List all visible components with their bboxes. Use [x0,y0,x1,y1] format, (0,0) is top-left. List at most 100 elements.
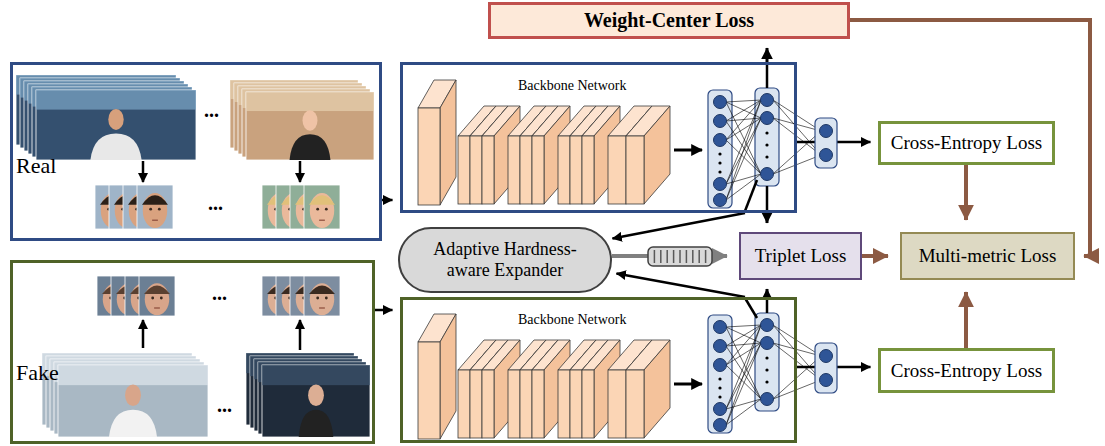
backbone-box: Backbone Network [400,62,797,213]
neuron-link [726,140,761,174]
neuron-link [773,380,821,399]
layer-front [582,136,594,204]
layer-front [470,136,482,204]
neuron [761,168,774,181]
feature-line [745,180,757,211]
vertical-dots [765,143,768,146]
neuron [714,419,727,432]
expander-pill: Adaptive Hardness-aware Expander [398,227,612,293]
neuron [714,321,727,334]
mouth [152,220,158,221]
eye [151,297,154,300]
layer-front [520,136,532,204]
eye [316,208,319,211]
connector-arrow [616,273,745,297]
vector-cell [660,250,662,263]
mouth [319,220,325,221]
layer-side [644,340,670,438]
hair [309,195,335,204]
frame-band [58,365,208,385]
neuron-link [726,100,761,102]
loss-box: Triplet Loss [739,232,862,280]
layer-front [520,370,532,438]
feature-line [766,298,769,313]
ellipsis-label: ... [212,283,227,303]
ellipsis-label: ... [208,193,223,213]
node-label: Cross-Entropy Loss [891,360,1042,382]
flow-arrow [674,383,702,386]
neuron-link [773,343,821,356]
connector-arrow [766,48,769,62]
connector-arrow [382,199,393,202]
neuron-link [773,118,821,131]
eye [325,297,328,300]
node-label: Backbone Network [518,312,626,328]
neuron-link [726,399,761,425]
neuron [714,178,727,191]
video-frame [58,365,208,437]
layer-side [440,80,456,205]
vector-cell [673,250,675,263]
layer-front [570,136,582,204]
connector-arrow [766,213,769,223]
backbone-box: Backbone Network [400,297,797,443]
neuron-link [726,325,761,409]
input-panel: Real [10,62,382,241]
eye [149,208,152,211]
neuron [820,149,833,162]
mouth [154,307,160,308]
hair [144,285,170,294]
neuron-link [726,325,761,425]
neuron-link [726,118,761,184]
layer-side [440,314,456,439]
layer-front [508,370,520,438]
neuron-link [726,174,761,200]
person-head [125,384,141,406]
connector-arrow [612,213,745,239]
layer-front [482,370,494,438]
layer-front [626,136,644,204]
neuron-link [726,118,761,140]
layer-front [558,136,570,204]
hair [309,285,335,294]
ellipsis-label: ... [204,100,219,120]
neuron [820,350,833,363]
vertical-dots [765,368,768,371]
neuron-link [726,399,761,409]
hair [142,195,168,204]
vertical-dots [765,356,768,359]
node-label: Real [16,153,56,179]
neuron-link [726,100,761,121]
neuron [761,393,774,406]
neuron-link [773,155,821,174]
neuron-link [773,100,821,131]
layer-front [508,136,520,204]
neuron-link [773,325,821,356]
face [143,193,167,228]
loss-box: Cross-Entropy Loss [878,348,1055,393]
connector-arrow [964,292,968,348]
video-frame [262,365,370,437]
node-label: Backbone Network [518,78,626,94]
neuron [714,194,727,207]
eye [325,208,328,211]
connector-arrow [375,309,393,312]
neuron-link [773,343,821,380]
neuron [714,96,727,109]
neuron-link [773,131,821,174]
vertical-dots [765,155,768,158]
flow-arrow [674,149,702,152]
node-label: Triplet Loss [755,245,847,267]
feature-vector [648,247,712,266]
neuron-link [726,100,761,140]
neuron-link [773,356,821,399]
eye [158,208,161,211]
vector-cell [666,250,668,263]
neuron-column [708,90,732,208]
neuron [714,134,727,147]
connector-arrow [862,254,888,258]
layer-front [418,342,440,439]
person-body [299,410,334,437]
vector-cell [692,250,694,263]
